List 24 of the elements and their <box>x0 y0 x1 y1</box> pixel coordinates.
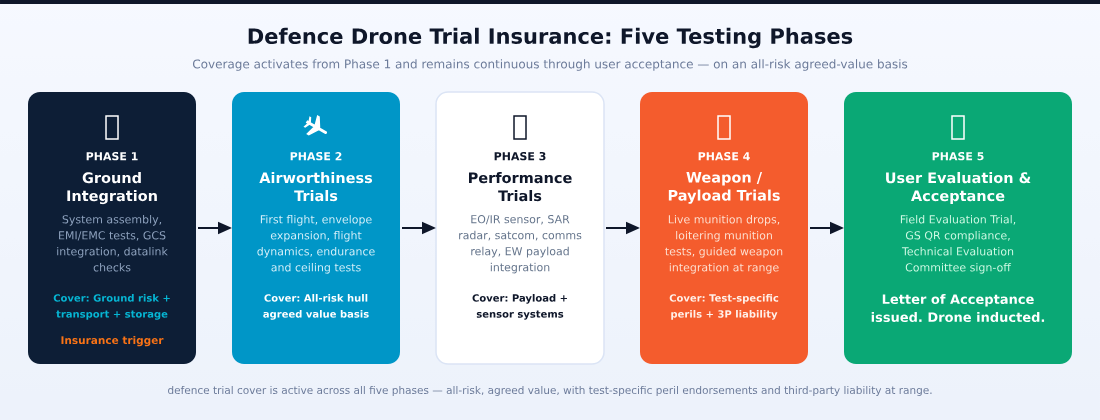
card-title: Airworthiness Trials <box>259 172 373 202</box>
subtitle: Coverage activates from Phase 1 and remains continuous through user acceptance — on an all-risk agreed-value basis <box>192 59 908 71</box>
footnote: defence trial cover is active across all five phases — all-risk, agreed value, with test-specific peril endorsements and third-party liability at range. <box>168 385 932 397</box>
phase-label: PHASE 2 <box>290 152 342 161</box>
trigger-note: Insurance trigger <box>61 336 164 347</box>
card-description: EO/IR sensor, SAR radar, satcom, comms relay, EW payload integration <box>459 215 582 274</box>
card-title: Performance Trials <box>469 172 572 202</box>
card-title: User Evaluation & Acceptance <box>886 172 1031 204</box>
card-description: Live munition drops, loitering munition tests, guided weapon integration at range <box>665 215 783 274</box>
phase-label: PHASE 4 <box>698 152 750 161</box>
cover-note: Cover: Payload + sensor systems <box>472 294 567 320</box>
card-description: Field Evaluation Trial, GS QR compliance, Technical Evaluation Committee sign-off <box>900 215 1016 274</box>
acceptance-note: Letter of Acceptance issued. Drone inducted. <box>871 294 1045 323</box>
phase-label: PHASE 5 <box>932 152 984 161</box>
phase-label: PHASE 1 <box>86 152 138 161</box>
card-title: Ground Integration <box>67 172 157 205</box>
cover-note: Cover: All-risk hull agreed value basis <box>263 294 369 320</box>
cover-note: Cover: Test-specific perils + 3P liability <box>669 294 779 320</box>
card-title: Weapon / Payload Trials <box>668 172 780 204</box>
card-description: First flight, envelope expansion, flight dynamics, endurance and ceiling tests <box>257 215 375 274</box>
card-description: System assembly, EMI/EMC tests, GCS integration, datalink checks <box>57 215 168 272</box>
phase-label: PHASE 3 <box>494 152 546 161</box>
title: Defence Drone Trial Insurance: Five Testing Phases <box>248 27 853 49</box>
cover-note: Cover: Ground risk + transport + storage <box>53 294 170 320</box>
